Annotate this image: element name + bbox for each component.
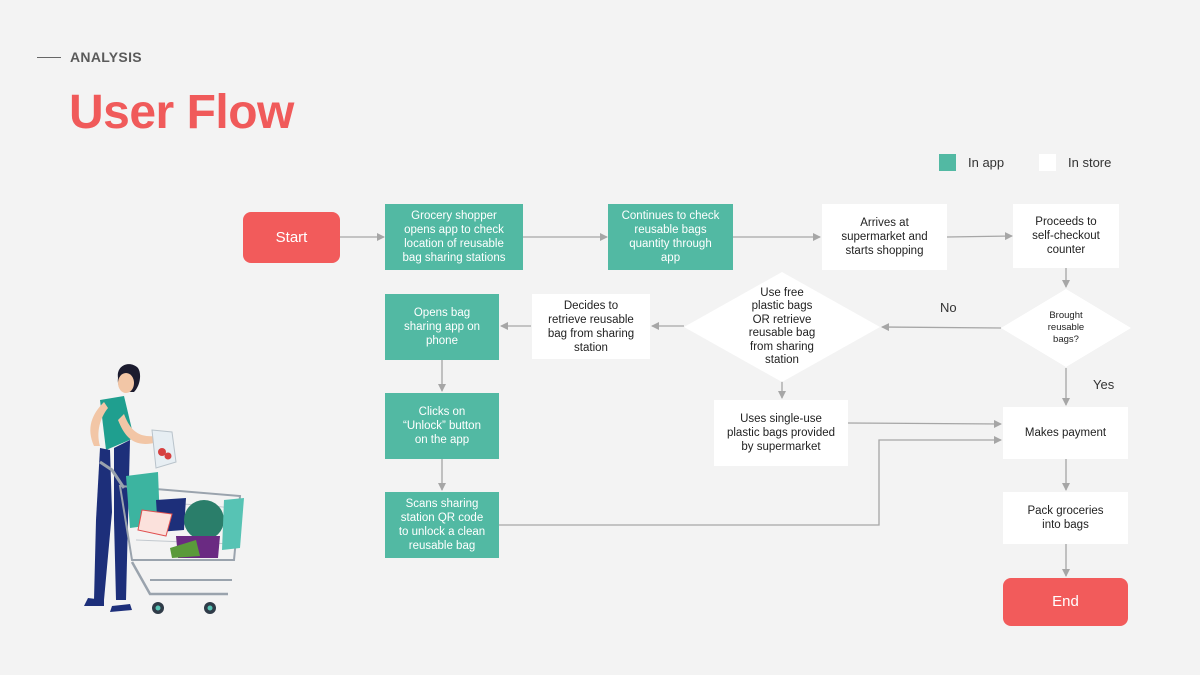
edge-label-yes: Yes — [1093, 377, 1115, 392]
decides-node: Decides to retrieve reusable bag from sh… — [532, 294, 650, 359]
section-label: ANALYSIS — [70, 49, 142, 65]
start-node: Start — [243, 212, 340, 263]
brought-decision-text: Brought reusable bags? — [1047, 310, 1085, 345]
arrow-brought-no — [881, 323, 1002, 332]
scans-qr-node: Scans sharing station QR code to unlock … — [385, 492, 499, 558]
opens-bag-node: Opens bag sharing app on phone — [385, 294, 499, 360]
clicks-unlock-node: Clicks on “Unlock” button on the app — [385, 393, 499, 459]
checkout-node: Proceeds to self-checkout counter — [1013, 204, 1119, 268]
end-node: End — [1003, 578, 1128, 626]
shopper-with-cart-illustration — [84, 364, 244, 614]
use-free-decision-text: Use free plastic bags OR retrieve reusab… — [748, 286, 816, 367]
diamond-brought — [1001, 289, 1131, 367]
arrow-single-use-to-payment — [847, 419, 1002, 428]
single-use-node: Uses single-use plastic bags provided by… — [714, 400, 848, 466]
open-app-node: Grocery shopper opens app to check locat… — [385, 204, 523, 270]
edge-label-no: No — [940, 300, 957, 315]
arrow-arrives-to-checkout — [946, 232, 1013, 241]
legend-swatch-in-app — [939, 154, 956, 171]
pack-node: Pack groceries into bags — [1003, 492, 1128, 544]
check-quantity-node: Continues to check reusable bags quantit… — [608, 204, 733, 270]
eyebrow-divider — [37, 57, 61, 58]
payment-node: Makes payment — [1003, 407, 1128, 459]
arrow-scans-to-payment — [499, 436, 1002, 526]
arrives-node: Arrives at supermarket and starts shoppi… — [822, 204, 947, 270]
legend-label-in-store: In store — [1068, 155, 1112, 170]
legend-label-in-app: In app — [968, 155, 1005, 170]
page-title: User Flow — [69, 86, 294, 139]
diamond-use-free — [684, 272, 880, 382]
legend-swatch-in-store — [1039, 154, 1056, 171]
